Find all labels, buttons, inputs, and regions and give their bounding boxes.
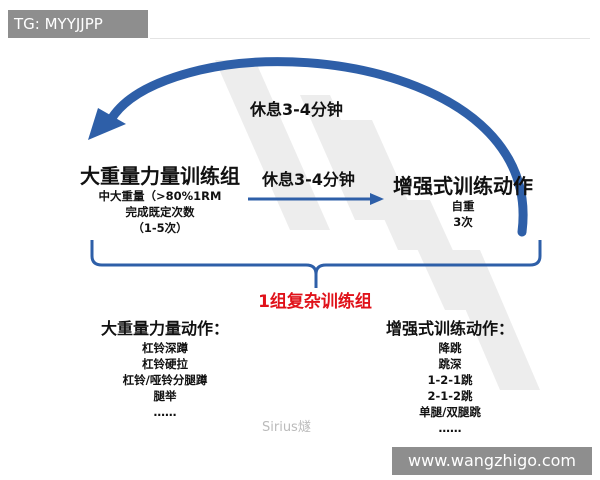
loop-arrowhead xyxy=(88,108,126,140)
site-banner: www.wangzhigo.com xyxy=(392,447,592,475)
right-box: 增强式训练动作 自重 3次 xyxy=(388,174,538,230)
list-item: 腿举 xyxy=(153,389,177,403)
left-box: 大重量力量训练组 中大重量（>80%1RM 完成既定次数 （1-5次） xyxy=(70,164,250,236)
left-list-title: 大重量力量动作： xyxy=(100,319,229,338)
middle-rest-label: 休息3-4分钟 xyxy=(262,170,355,189)
left-box-title: 大重量力量训练组 xyxy=(80,164,240,188)
list-item: 杠铃/哑铃分腿蹲 xyxy=(122,373,208,387)
right-list-title: 增强式训练动作： xyxy=(385,319,514,338)
left-box-line: 中大重量（>80%1RM xyxy=(98,189,222,203)
left-box-line: 完成既定次数 xyxy=(125,205,195,219)
divider xyxy=(150,38,590,39)
right-box-line: 自重 xyxy=(451,199,475,213)
banner: TG: MYYJJPP xyxy=(8,10,148,38)
weibo-watermark: Sirius燧 xyxy=(262,420,311,435)
right-list: 增强式训练动作： 降跳 跳深 1-2-1跳 2-1-2跳 单腿/双腿跳 …… xyxy=(375,318,525,436)
list-item: …… xyxy=(438,421,462,435)
list-item: 单腿/双腿跳 xyxy=(419,405,481,419)
left-list: 大重量力量动作： 杠铃深蹲 杠铃硬拉 杠铃/哑铃分腿蹲 腿举 …… xyxy=(95,318,235,420)
list-item: 跳深 xyxy=(438,357,462,371)
right-box-line: 3次 xyxy=(453,215,473,229)
loop-arrow xyxy=(103,57,528,237)
list-item: 杠铃硬拉 xyxy=(142,357,188,371)
middle-arrowhead xyxy=(370,193,384,205)
watermark-strokes xyxy=(215,60,540,390)
list-item: 杠铃深蹲 xyxy=(142,341,188,355)
list-item: 降跳 xyxy=(438,341,462,355)
list-item: …… xyxy=(153,405,177,419)
loop-rest-label: 休息3-4分钟 xyxy=(250,100,343,119)
group-bracket xyxy=(90,240,542,288)
list-item: 1-2-1跳 xyxy=(427,373,473,387)
left-box-line: （1-5次） xyxy=(132,221,188,235)
right-box-title: 增强式训练动作 xyxy=(393,174,533,198)
list-item: 2-1-2跳 xyxy=(427,389,473,403)
group-label: 1组复杂训练组 xyxy=(258,292,372,312)
